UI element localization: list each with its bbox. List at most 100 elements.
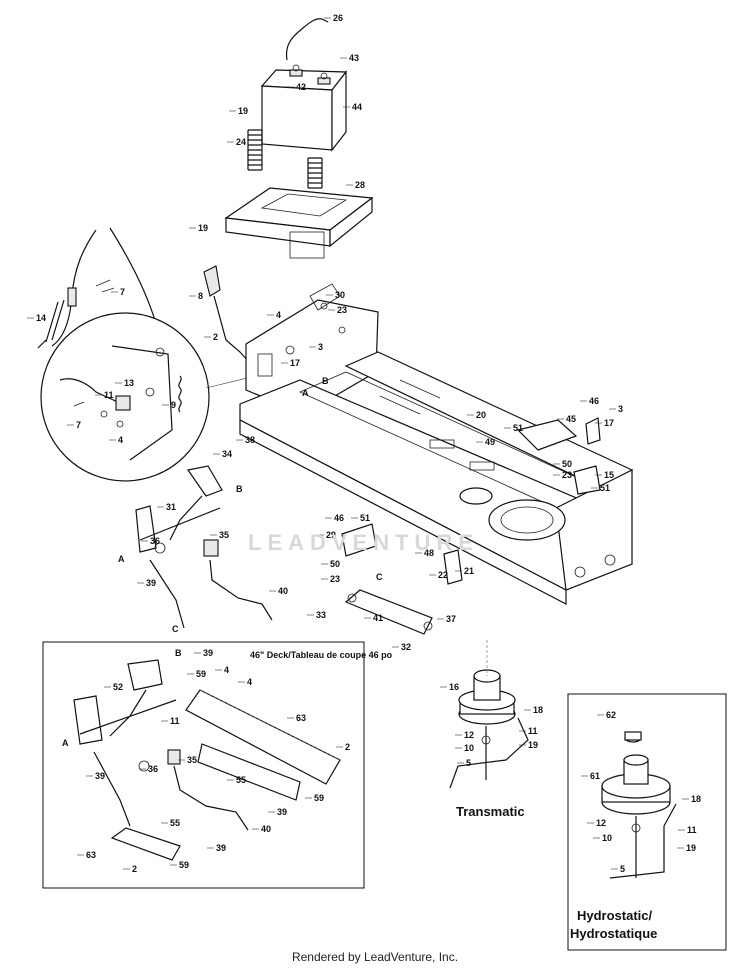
battery-part xyxy=(260,64,348,152)
part-callout: 18 xyxy=(533,705,543,715)
part-callout: 3 xyxy=(618,404,623,414)
part-callout: 34 xyxy=(222,449,232,459)
part-callout: 50 xyxy=(562,459,572,469)
hydro-part-callout: 12 xyxy=(596,818,606,828)
part-callout: 5 xyxy=(466,758,471,768)
watermark: LEADVENTURE xyxy=(248,530,480,555)
hydro-part-callout: 61 xyxy=(590,771,600,781)
deck-connection-letter: A xyxy=(62,738,69,748)
part-callout: 31 xyxy=(166,502,176,512)
deck-part-callout: 36 xyxy=(148,764,158,774)
part-callout: 30 xyxy=(335,290,345,300)
part-callout: 39 xyxy=(146,578,156,588)
hydro-part-callout: 10 xyxy=(602,833,612,843)
deck-part-callout: 63 xyxy=(296,713,306,723)
part-callout: 26 xyxy=(333,13,343,23)
hydro-part-callout: 18 xyxy=(691,794,701,804)
part-callout: 8 xyxy=(198,291,203,301)
brake-pedal-part xyxy=(135,465,223,629)
hydrostatic-label-line2: Hydrostatique xyxy=(570,926,658,941)
part-callout: 12 xyxy=(464,730,474,740)
deck-connection-letter: B xyxy=(175,648,182,658)
part-callout: 44 xyxy=(352,102,362,112)
part-callout: 42 xyxy=(296,82,306,92)
part-callout: 37 xyxy=(446,614,456,624)
part-callout: 13 xyxy=(124,378,134,388)
part-callout: 51 xyxy=(513,423,523,433)
deck-part-callout: 4 xyxy=(247,677,252,687)
footer-credit: Rendered by LeadVenture, Inc. xyxy=(291,950,459,964)
part-callout: 28 xyxy=(355,180,365,190)
deck-part-callout: 2 xyxy=(132,864,137,874)
part-callout: 21 xyxy=(464,566,474,576)
part-callout: 35 xyxy=(219,530,229,540)
part-callout: 50 xyxy=(330,559,340,569)
deck-part-callout: 39 xyxy=(277,807,287,817)
deck-part-callout: 59 xyxy=(314,793,324,803)
part-callout: 24 xyxy=(236,137,246,147)
part-callout: 9 xyxy=(171,400,176,410)
part-callout: 10 xyxy=(464,743,474,753)
battery-cable-part xyxy=(285,18,329,61)
deck-part-callout: 39 xyxy=(95,771,105,781)
part-callout: 49 xyxy=(485,437,495,447)
part-callout: 51 xyxy=(360,513,370,523)
part-callout: 23 xyxy=(562,470,572,480)
deck-inset-title: 46" Deck/Tableau de coupe 46 po xyxy=(250,650,393,660)
hydro-part-callout: 19 xyxy=(686,843,696,853)
deck-part-callout: 4 xyxy=(224,665,229,675)
part-callout: 32 xyxy=(401,642,411,652)
part-callout: 3 xyxy=(318,342,323,352)
hydro-part-callout: 62 xyxy=(606,710,616,720)
spring-part xyxy=(247,129,323,189)
deck-part-callout: 59 xyxy=(196,669,206,679)
part-callout: 4 xyxy=(276,310,281,320)
connection-letter: C xyxy=(376,572,383,582)
part-callout: 51 xyxy=(600,483,610,493)
connection-letter: B xyxy=(236,484,243,494)
part-callout: 46 xyxy=(589,396,599,406)
link-rod-part xyxy=(203,539,273,621)
connection-letter: C xyxy=(172,624,179,634)
part-callout: 19 xyxy=(528,740,538,750)
hydrostatic-label-line1: Hydrostatic/ xyxy=(577,908,653,923)
part-callout: 7 xyxy=(76,420,81,430)
detail-magnifier xyxy=(40,312,279,482)
hydro-part-callout: 5 xyxy=(620,864,625,874)
plate-part xyxy=(341,523,463,585)
deck-part-callout: 39 xyxy=(203,648,213,658)
deck-part-callout: 39 xyxy=(216,843,226,853)
part-callout: 20 xyxy=(476,410,486,420)
transmatic-label: Transmatic xyxy=(456,804,525,819)
part-callout: 7 xyxy=(120,287,125,297)
part-callout: 11 xyxy=(528,726,538,736)
part-callout: 43 xyxy=(349,53,359,63)
connection-letter: A xyxy=(302,388,309,398)
deck-part-callout: 59 xyxy=(179,860,189,870)
deck-part-callout: 52 xyxy=(113,682,123,692)
part-callout: 38 xyxy=(245,435,255,445)
part-callout: 17 xyxy=(604,418,614,428)
connection-letter: B xyxy=(322,376,329,386)
part-callout: 41 xyxy=(373,613,383,623)
part-callout: 23 xyxy=(330,574,340,584)
part-callout: 46 xyxy=(334,513,344,523)
deck-part-callout: 63 xyxy=(86,850,96,860)
connection-letter: A xyxy=(118,554,125,564)
deck-inset-box xyxy=(42,641,365,889)
deck-part-callout: 2 xyxy=(345,742,350,752)
part-callout: 36 xyxy=(150,536,160,546)
deck-part-callout: 11 xyxy=(170,716,180,726)
main-frame-part xyxy=(239,351,634,605)
part-callout: 15 xyxy=(604,470,614,480)
lift-link-part xyxy=(344,589,433,635)
part-callout: 4 xyxy=(118,435,123,445)
part-callout: 11 xyxy=(104,390,114,400)
deck-part-callout: 55 xyxy=(236,775,246,785)
bracket-part xyxy=(516,417,601,495)
part-callout: 22 xyxy=(438,570,448,580)
part-callout: 17 xyxy=(290,358,300,368)
hydro-part-callout: 11 xyxy=(687,825,697,835)
